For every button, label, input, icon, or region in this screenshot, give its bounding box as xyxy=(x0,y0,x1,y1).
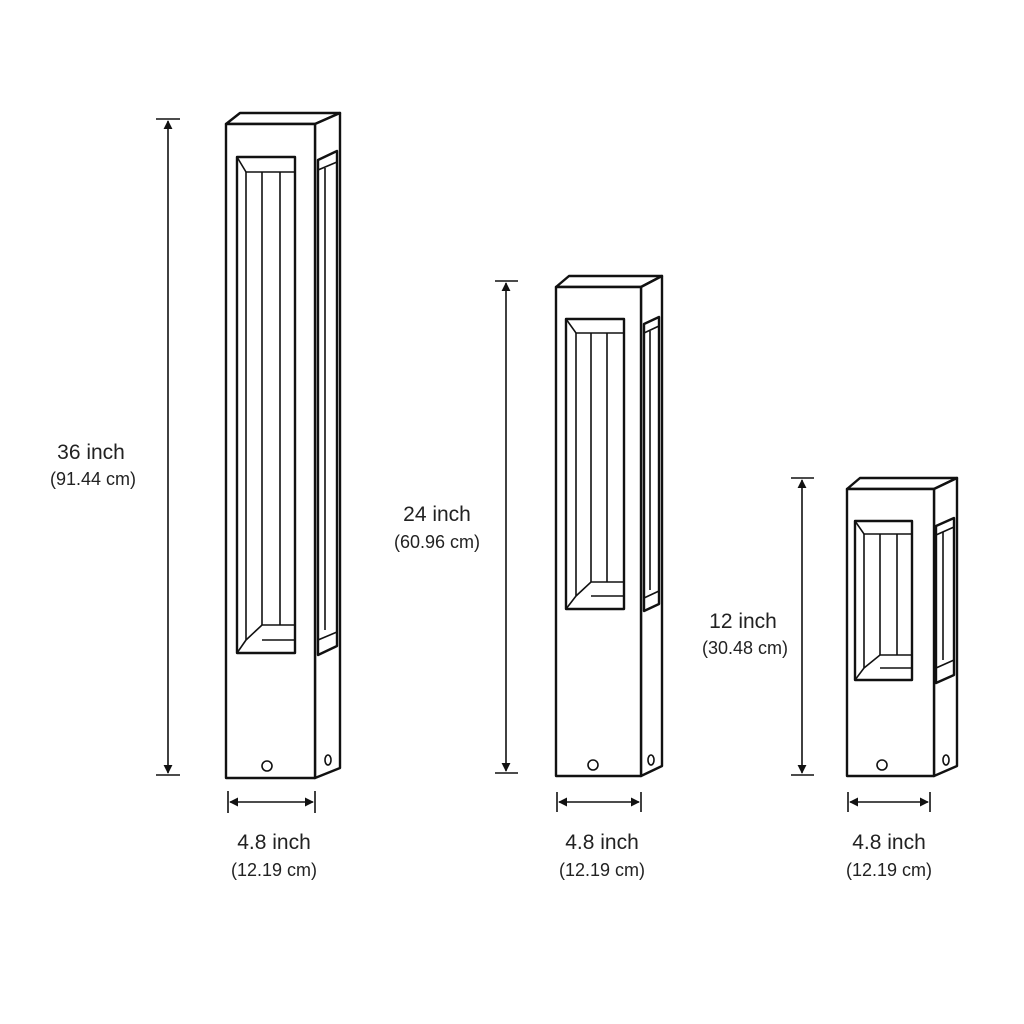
bollard-window-side xyxy=(642,315,661,613)
bollard-window-side xyxy=(934,516,956,685)
bollard-window-side xyxy=(316,149,339,657)
mounting-hole xyxy=(876,759,888,771)
bollard-window-front xyxy=(853,519,914,682)
mounting-hole xyxy=(942,754,950,766)
bollard-window-front xyxy=(564,317,626,611)
height-dimension-36 xyxy=(156,118,180,776)
height-dimension-24 xyxy=(495,280,518,774)
bollard-window-front xyxy=(235,155,297,655)
height-label-cm: (30.48 cm) xyxy=(702,638,788,658)
width-label-cm: (12.19 cm) xyxy=(559,860,645,880)
bollard-12-inch xyxy=(845,476,959,778)
height-label-inch: 36 inch xyxy=(57,441,125,464)
mounting-hole xyxy=(587,759,599,771)
mounting-hole xyxy=(647,754,655,766)
bollard-36-inch xyxy=(224,111,342,780)
height-dimension-12 xyxy=(791,477,814,776)
height-label-inch: 12 inch xyxy=(709,610,777,633)
width-label-inch: 4.8 inch xyxy=(852,831,926,854)
width-label-cm: (12.19 cm) xyxy=(231,860,317,880)
width-label-inch: 4.8 inch xyxy=(565,831,639,854)
width-dimension-1 xyxy=(227,791,316,813)
height-label-cm: (60.96 cm) xyxy=(394,532,480,552)
width-dimension-2 xyxy=(556,792,642,812)
width-label-inch: 4.8 inch xyxy=(237,831,311,854)
mounting-hole xyxy=(324,754,332,766)
width-label-cm: (12.19 cm) xyxy=(846,860,932,880)
height-label-cm: (91.44 cm) xyxy=(50,469,136,489)
width-dimension-3 xyxy=(847,792,931,812)
height-label-inch: 24 inch xyxy=(403,503,471,526)
mounting-hole xyxy=(261,760,273,772)
bollard-24-inch xyxy=(554,274,664,778)
